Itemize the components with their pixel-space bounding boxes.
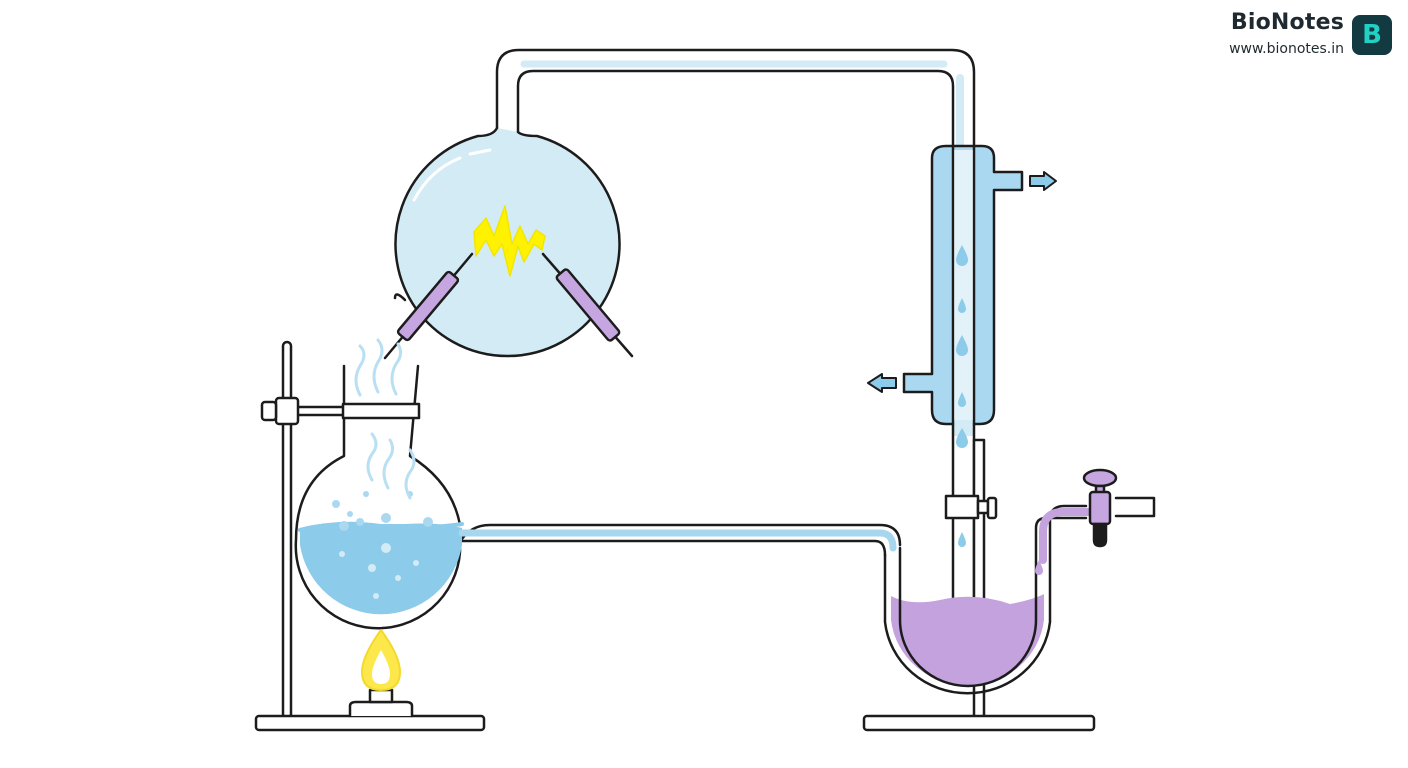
brand-url[interactable]: www.bionotes.in	[1229, 41, 1344, 57]
boiling-flask	[294, 364, 902, 630]
steam-wisps	[354, 338, 416, 500]
water-bubbles	[332, 491, 433, 599]
arrow-left-icon	[867, 373, 897, 393]
brand-logo-icon: B	[1352, 15, 1392, 55]
brand-logo-letter: B	[1362, 20, 1382, 50]
bunsen-burner	[348, 688, 414, 718]
right-stand	[862, 438, 1096, 732]
electrode-right	[541, 252, 634, 358]
lightning-spark-icon	[473, 205, 546, 277]
stopcock-valve[interactable]	[1082, 468, 1118, 548]
brand-block: BioNotes www.bionotes.in	[1229, 10, 1344, 57]
condenser	[902, 144, 1024, 436]
product-drop-icon	[1035, 560, 1043, 575]
left-ring-stand	[254, 340, 486, 732]
electrode-left	[383, 252, 474, 360]
water-drop-icons	[956, 245, 968, 547]
arrow-right-icon	[1029, 171, 1057, 191]
brand-name: BioNotes	[1230, 10, 1344, 35]
u-tube-trap	[883, 496, 1156, 695]
